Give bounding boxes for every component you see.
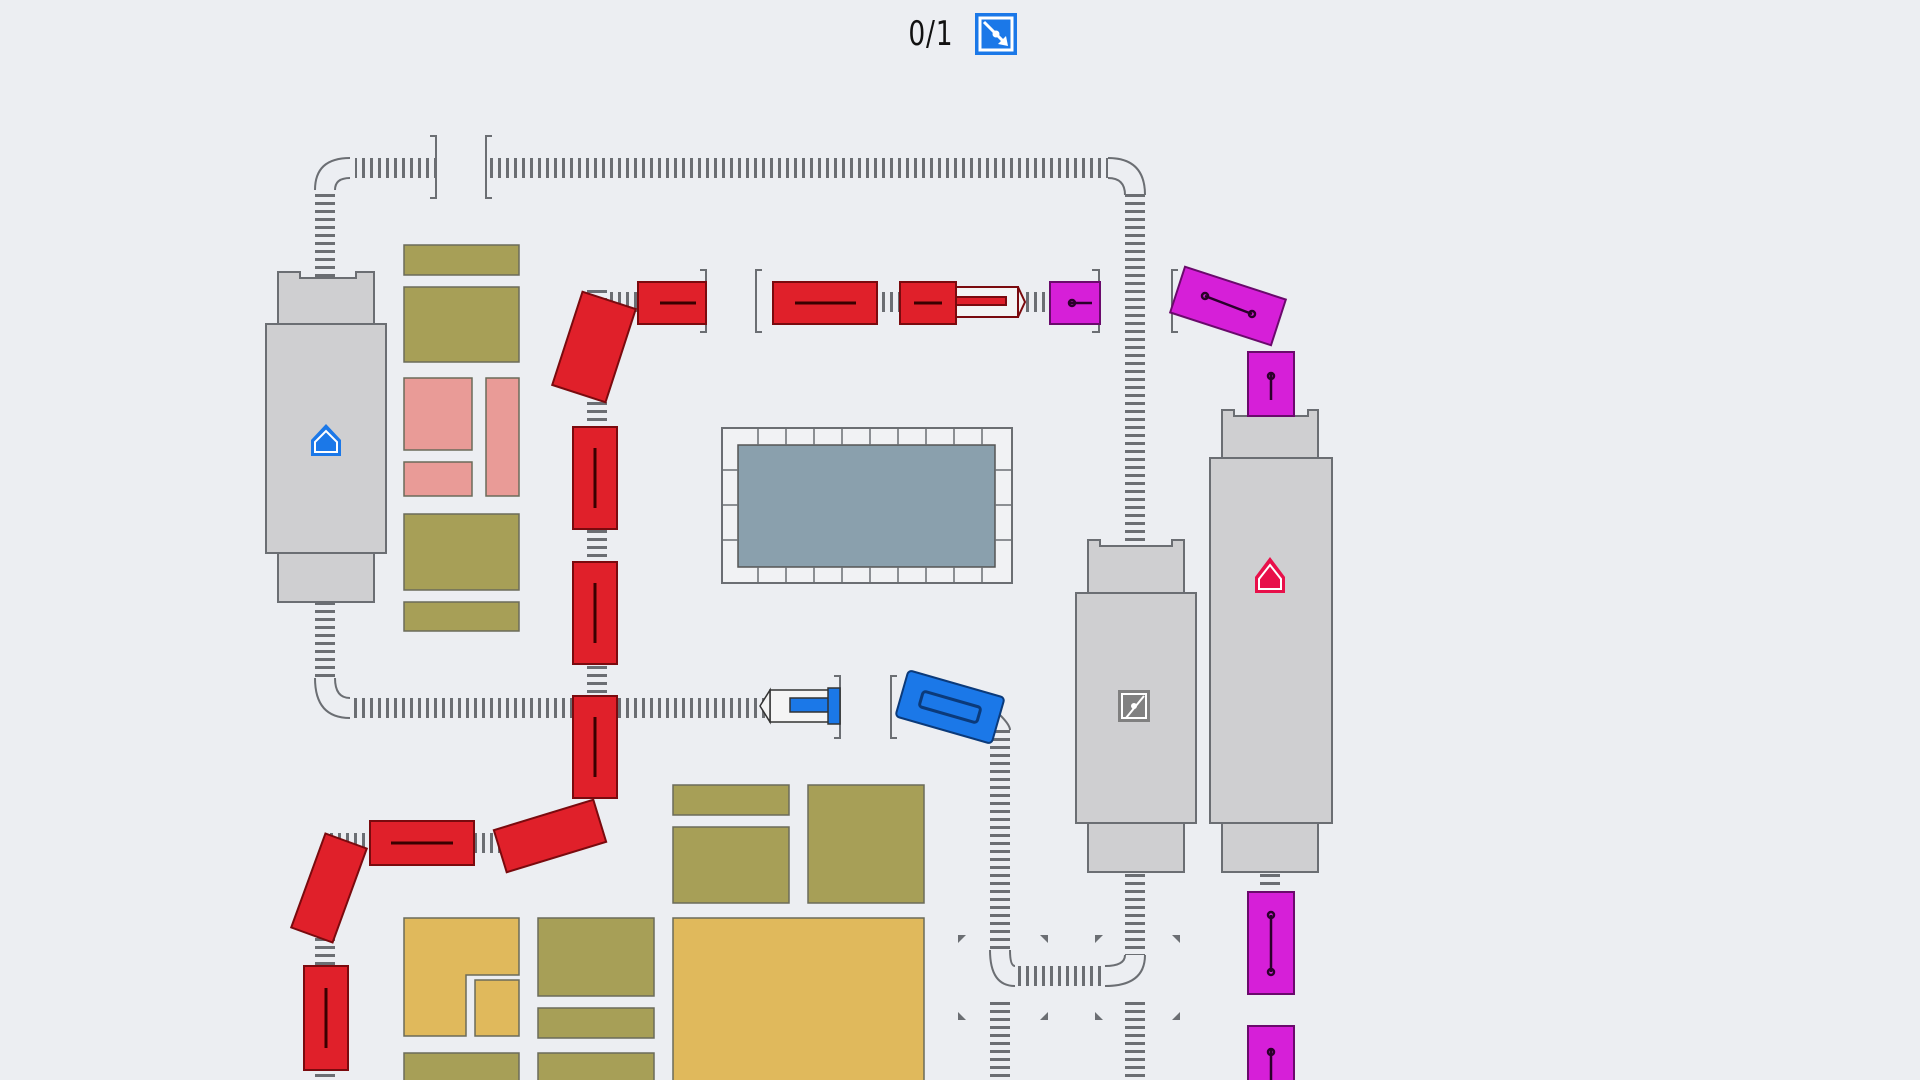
red-train-car[interactable]: [289, 832, 369, 944]
house-icon: [311, 424, 341, 456]
blue-train-car[interactable]: [895, 670, 1005, 744]
goal-station-icon: [974, 13, 1017, 55]
red-train-car[interactable]: [492, 798, 608, 874]
red-train-car[interactable]: [550, 290, 638, 404]
station-red-home: [1209, 409, 1333, 873]
score-counter: 0/1: [908, 14, 954, 54]
station-grey-target: [1075, 539, 1197, 873]
station-blue-home: [265, 271, 387, 603]
magenta-train-car[interactable]: [1247, 351, 1295, 417]
blue-train-engine[interactable]: [759, 687, 841, 725]
magenta-train[interactable]: [1049, 265, 1295, 1080]
red-train[interactable]: [289, 281, 1027, 1071]
house-icon: [1255, 557, 1285, 593]
hud: 0/1: [0, 8, 1920, 60]
target-icon: [1118, 690, 1150, 722]
blue-train[interactable]: [759, 670, 1005, 744]
buildings: [403, 244, 925, 1080]
red-train-engine[interactable]: [955, 286, 1027, 318]
pool: [721, 427, 1013, 584]
